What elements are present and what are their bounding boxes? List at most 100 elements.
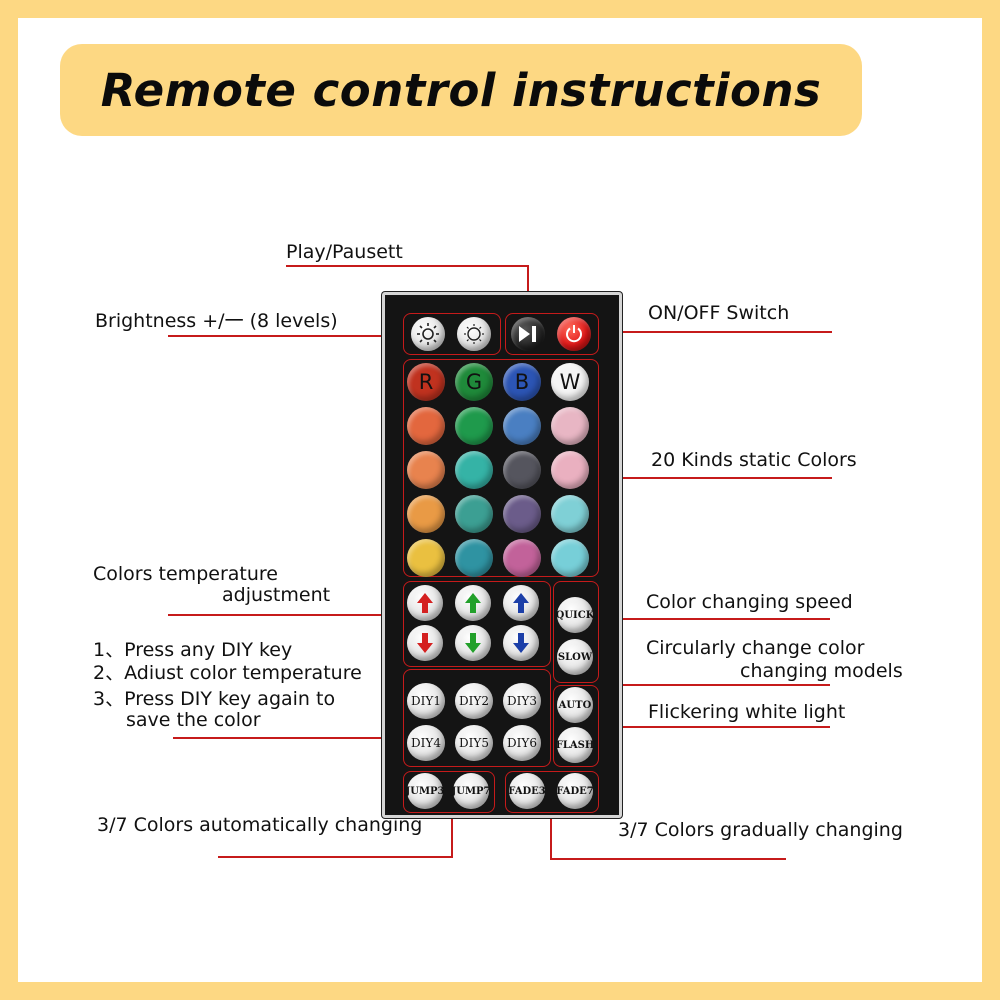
diy3-label: DIY3 <box>507 694 537 708</box>
group-play-power <box>505 313 599 355</box>
group-color-temp <box>403 581 551 667</box>
callout-static-colors <box>596 477 832 479</box>
auto-label: AUTO <box>558 699 592 711</box>
diy2-button[interactable]: DIY2 <box>455 683 493 719</box>
arrow-up-green-icon <box>465 593 481 613</box>
remote-control: QUICK SLOW DIY1 DIY2 DIY3 DIY4 DIY5 DI <box>382 292 622 818</box>
cool-up-button[interactable] <box>503 585 539 621</box>
color-button-r2c4[interactable] <box>551 451 589 489</box>
flash-label: FLASH <box>555 739 595 751</box>
color-button-letter: W <box>559 370 581 394</box>
label-color-temp-2: adjustment <box>222 584 331 606</box>
callout-on-off <box>592 331 832 333</box>
color-button-r3c1[interactable] <box>407 495 445 533</box>
color-button-letter: R <box>418 370 434 394</box>
jump3-button[interactable]: JUMP3 <box>405 773 445 809</box>
diy5-label: DIY5 <box>459 736 489 750</box>
color-button-b[interactable]: B <box>503 363 541 401</box>
color-button-r2c1[interactable] <box>407 451 445 489</box>
color-button-r4c4[interactable] <box>551 539 589 577</box>
diy1-button[interactable]: DIY1 <box>407 683 445 719</box>
power-button[interactable] <box>557 317 591 351</box>
color-button-letter: G <box>465 370 483 394</box>
color-button-r3c4[interactable] <box>551 495 589 533</box>
group-brightness <box>403 313 501 355</box>
label-jump: 3/7 Colors automatically changing <box>97 814 423 836</box>
color-button-r2c2[interactable] <box>455 451 493 489</box>
color-button-r1c2[interactable] <box>455 407 493 445</box>
natural-down-button[interactable] <box>455 625 491 661</box>
group-speed <box>553 581 599 683</box>
color-button-r2c3[interactable] <box>503 451 541 489</box>
natural-up-button[interactable] <box>455 585 491 621</box>
callout-color-speed <box>590 618 830 620</box>
arrow-up-blue-icon <box>513 593 529 613</box>
page-title: Remote control instructions <box>100 63 822 117</box>
warm-down-button[interactable] <box>407 625 443 661</box>
callout-color-temp <box>168 614 408 616</box>
flash-button[interactable]: FLASH <box>555 727 595 763</box>
color-button-r[interactable]: R <box>407 363 445 401</box>
diy6-button[interactable]: DIY6 <box>503 725 541 761</box>
slow-button[interactable]: SLOW <box>557 639 593 675</box>
label-circular-2: changing models <box>740 660 903 682</box>
warm-up-button[interactable] <box>407 585 443 621</box>
sun-outline-icon <box>464 324 484 344</box>
color-button-r1c1[interactable] <box>407 407 445 445</box>
slow-label: SLOW <box>557 651 593 663</box>
jump7-button[interactable]: JUMP7 <box>451 773 491 809</box>
jump7-label: JUMP7 <box>451 785 491 797</box>
diy3-button[interactable]: DIY3 <box>503 683 541 719</box>
color-button-r4c1[interactable] <box>407 539 445 577</box>
callout-circular <box>590 684 830 686</box>
callout-jump-v <box>451 790 453 858</box>
arrow-down-green-icon <box>465 633 481 653</box>
color-button-w[interactable]: W <box>551 363 589 401</box>
fade7-button[interactable]: FADE7 <box>556 773 594 809</box>
callout-fade-v <box>550 790 552 860</box>
label-circular-1: Circularly change color <box>646 637 865 659</box>
diy4-button[interactable]: DIY4 <box>407 725 445 761</box>
color-button-r3c3[interactable] <box>503 495 541 533</box>
label-play-pause: Play/Pausett <box>286 241 403 263</box>
arrow-down-red-icon <box>417 633 433 653</box>
color-button-r1c4[interactable] <box>551 407 589 445</box>
group-diy <box>403 669 551 767</box>
title-banner: Remote control instructions <box>60 44 862 136</box>
label-diy-step-2: 2、Adiust color temperature <box>93 662 362 684</box>
brightness-up-button[interactable] <box>411 317 445 351</box>
cool-down-button[interactable] <box>503 625 539 661</box>
color-button-r4c3[interactable] <box>503 539 541 577</box>
label-diy-step-3b: save the color <box>126 709 261 731</box>
label-color-temp-1: Colors temperature <box>93 563 278 585</box>
quick-label: QUICK <box>555 609 595 621</box>
brightness-down-button[interactable] <box>457 317 491 351</box>
diy5-button[interactable]: DIY5 <box>455 725 493 761</box>
canvas: Remote control instructions Play/Pausett… <box>18 18 982 982</box>
callout-brightness <box>168 335 408 337</box>
jump3-label: JUMP3 <box>405 785 445 797</box>
label-flicker: Flickering white light <box>648 701 846 723</box>
sun-icon <box>417 323 439 345</box>
fade3-button[interactable]: FADE3 <box>508 773 546 809</box>
color-button-r3c2[interactable] <box>455 495 493 533</box>
color-button-g[interactable]: G <box>455 363 493 401</box>
group-fade <box>505 771 599 813</box>
label-diy-step-1: 1、Press any DIY key <box>93 639 293 661</box>
color-button-r4c2[interactable] <box>455 539 493 577</box>
group-auto-flash <box>553 685 599 767</box>
play-pause-button[interactable] <box>511 317 545 351</box>
quick-button[interactable]: QUICK <box>555 597 595 633</box>
callout-play-pause-v <box>527 265 529 313</box>
label-diy-step-3a: 3、Press DIY key again to <box>93 688 336 710</box>
diy2-label: DIY2 <box>459 694 489 708</box>
diy6-label: DIY6 <box>507 736 537 750</box>
group-jump <box>403 771 495 813</box>
diy4-label: DIY4 <box>411 736 441 750</box>
fade7-label: FADE7 <box>556 785 594 797</box>
group-static-colors <box>403 359 599 577</box>
color-button-r1c3[interactable] <box>503 407 541 445</box>
play-pause-icon <box>519 326 536 342</box>
auto-button[interactable]: AUTO <box>557 687 593 723</box>
